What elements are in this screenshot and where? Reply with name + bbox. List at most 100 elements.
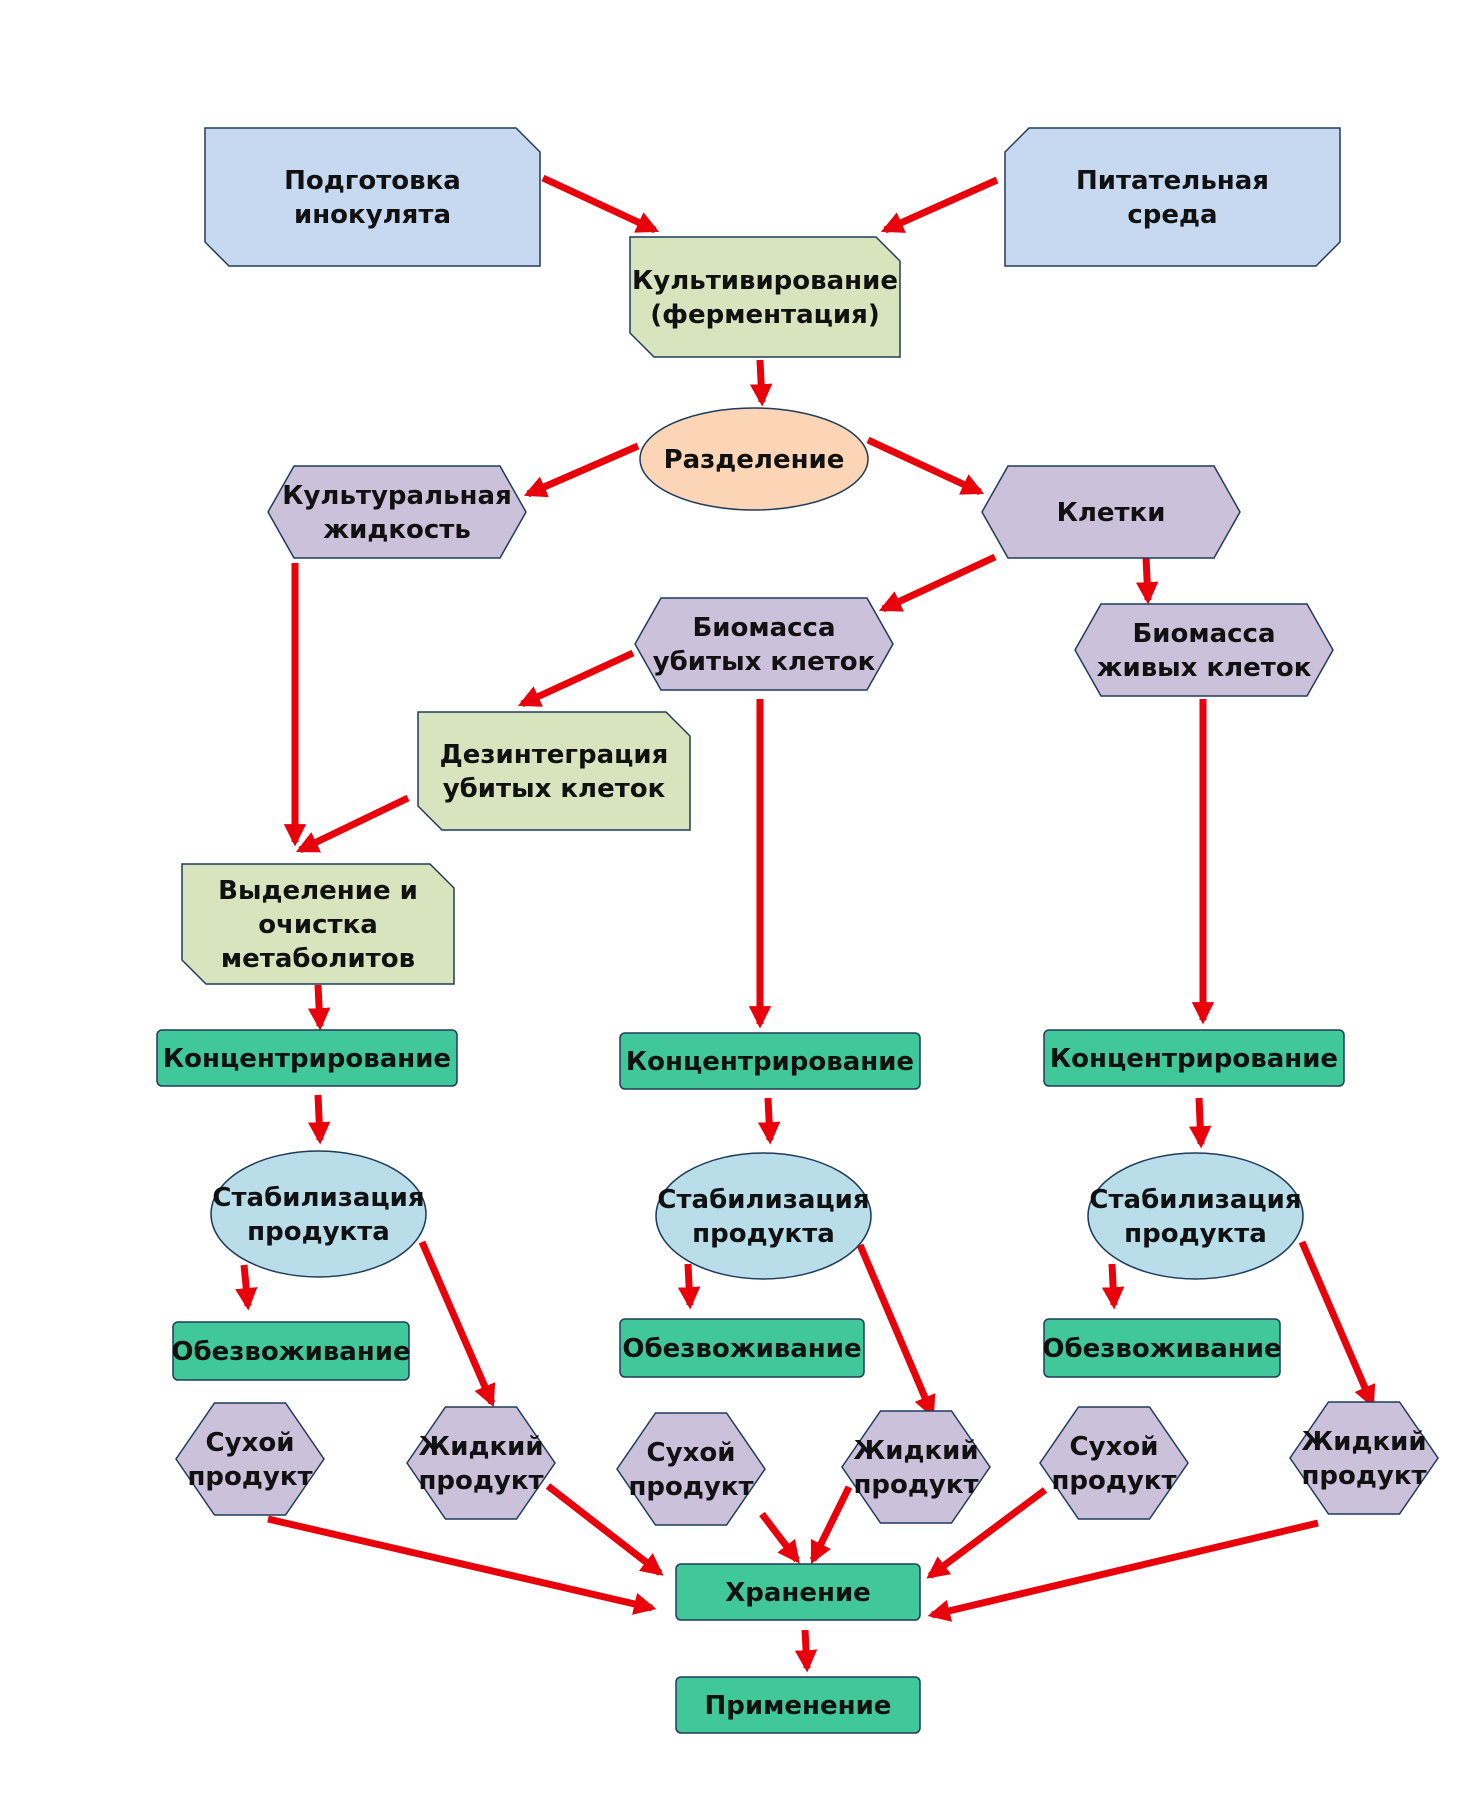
stabilization-3-shape [1087, 1152, 1304, 1280]
stabilization-1-label: Стабилизация [212, 1183, 424, 1213]
arrow-stabilization-1-to-dehydration-1 [235, 1264, 258, 1311]
concentration-3-label: Концентрирование [1050, 1044, 1338, 1074]
nodes: Подготовка инокулята ПитательнаясредаКульт… [156, 127, 1439, 1734]
isolation-node: Выделение и очистка метаболитов [181, 863, 455, 985]
arrow-dry-3-to-storage [926, 1487, 1048, 1579]
storage-node: Хранение [675, 1563, 921, 1621]
arrow-inoculum-to-cultivation [541, 174, 660, 234]
dry-1-node: Сухой продукт [175, 1402, 325, 1516]
concentration-1-node: Концентрирование [156, 1029, 458, 1087]
isolation-label: очистка [258, 910, 378, 940]
dehydration-1-node: Обезвоживание [171, 1321, 411, 1381]
arrow-separation-to-culture-liquid [523, 442, 640, 498]
cultivation-label: Культивирование [632, 266, 898, 296]
dehydration-2-shape [619, 1318, 865, 1378]
cultivation-node: Культивирование (ферментация) [629, 236, 901, 358]
arrow-stabilization-3-to-dehydration-3 [856, 1243, 936, 1419]
isolation-label: метаболитов [221, 944, 415, 974]
application-shape [675, 1676, 921, 1734]
arrow-concentration-1-to-stabilization-1 [308, 1094, 331, 1145]
liquid-3-shape [1289, 1401, 1439, 1515]
disintegration-shape [417, 711, 691, 831]
cells-label: Клетки [1057, 498, 1166, 528]
isolation-label: Выделение и [218, 876, 418, 906]
dry-2-label: продукт [628, 1472, 753, 1502]
stabilization-2-label: продукта [692, 1219, 835, 1249]
liquid-2-shape [841, 1410, 991, 1524]
dry-3-label: Сухой [1070, 1432, 1159, 1462]
dead-biomass-label: убитых клеток [653, 647, 876, 677]
dry-1-shape [175, 1402, 325, 1516]
inoculum-node: Подготовка инокулята [204, 127, 541, 267]
storage-label: Хранение [725, 1578, 871, 1608]
dead-biomass-label: Биомасса [692, 613, 835, 643]
liquid-1-label: продукт [418, 1466, 543, 1496]
culture-liquid-label: жидкость [323, 515, 471, 545]
stabilization-1-node: Стабилизация продукта [210, 1150, 427, 1278]
dry-1-label: продукт [187, 1462, 312, 1492]
live-biomass-label: живых клеток [1097, 653, 1312, 683]
arrow-stabilization-1-to-liquid-1 [677, 1263, 701, 1310]
culture-liquid-label: Культуральная [282, 481, 512, 511]
cultivation-shape [629, 236, 901, 358]
arrow-dead-biomass-to-disintegration [517, 649, 635, 708]
separation-label: Разделение [664, 445, 845, 475]
inoculum-label: Подготовка [284, 166, 461, 196]
inoculum-shape [204, 127, 541, 267]
arrow-concentration-3-to-stabilization-3 [1189, 1097, 1212, 1149]
dry-1-label: Сухой [206, 1428, 295, 1458]
concentration-3-node: Концентрирование [1043, 1029, 1345, 1087]
arrow-separation-to-cells [866, 436, 985, 496]
arrow-storage-to-application [794, 1629, 818, 1673]
dead-biomass-node: Биомасса убитых клеток [634, 597, 894, 691]
culture-liquid-node: Культуральная жидкость [267, 465, 527, 559]
cells-shape [981, 465, 1241, 559]
liquid-3-node: Жидкий продукт [1289, 1401, 1439, 1515]
arrow-cultivation-to-separation [749, 359, 773, 407]
cultivation-label: (ферментация) [650, 300, 879, 330]
arrow-concentration-2-to-stabilization-2 [757, 1097, 781, 1145]
concentration-2-shape [619, 1032, 921, 1090]
dehydration-3-node: Обезвоживание [1042, 1318, 1282, 1378]
disintegration-label: убитых клеток [443, 774, 666, 804]
liquid-1-shape [406, 1406, 556, 1520]
stabilization-1-label: продукта [247, 1217, 390, 1247]
storage-shape [675, 1563, 921, 1621]
separation-shape [639, 407, 869, 511]
stabilization-1-shape [210, 1150, 427, 1278]
medium-label: Питательная [1076, 166, 1269, 196]
inoculum-label: инокулята [294, 200, 451, 230]
arrow-liquid-1-to-storage [545, 1483, 664, 1576]
arrow-stabilization-2-to-liquid-2 [418, 1240, 496, 1408]
dehydration-2-label: Обезвоживание [622, 1334, 861, 1364]
liquid-3-label: Жидкий [1301, 1427, 1426, 1457]
stabilization-2-shape [655, 1152, 872, 1280]
liquid-3-label: продукт [1301, 1461, 1426, 1491]
liquid-2-label: Жидкий [853, 1436, 978, 1466]
arrow-disintegration-to-isolation [295, 794, 410, 854]
dry-3-shape [1039, 1406, 1189, 1520]
arrow-dry-1-to-storage [267, 1515, 657, 1615]
arrow-cells-to-dead-biomass [878, 553, 997, 613]
concentration-3-shape [1043, 1029, 1345, 1087]
live-biomass-shape [1074, 603, 1334, 697]
culture-liquid-shape [267, 465, 527, 559]
medium-shape [1004, 127, 1341, 267]
separation-node: Разделение [639, 407, 869, 511]
cells-node: Клетки [981, 465, 1241, 559]
concentration-1-label: Концентрирование [163, 1044, 451, 1074]
arrow-dry-2-to-storage [759, 1511, 800, 1564]
arrow-isolation-to-concentration-1 [307, 984, 331, 1031]
dehydration-3-shape [1043, 1318, 1281, 1378]
arrow-cells-to-live-biomass [1135, 556, 1159, 605]
